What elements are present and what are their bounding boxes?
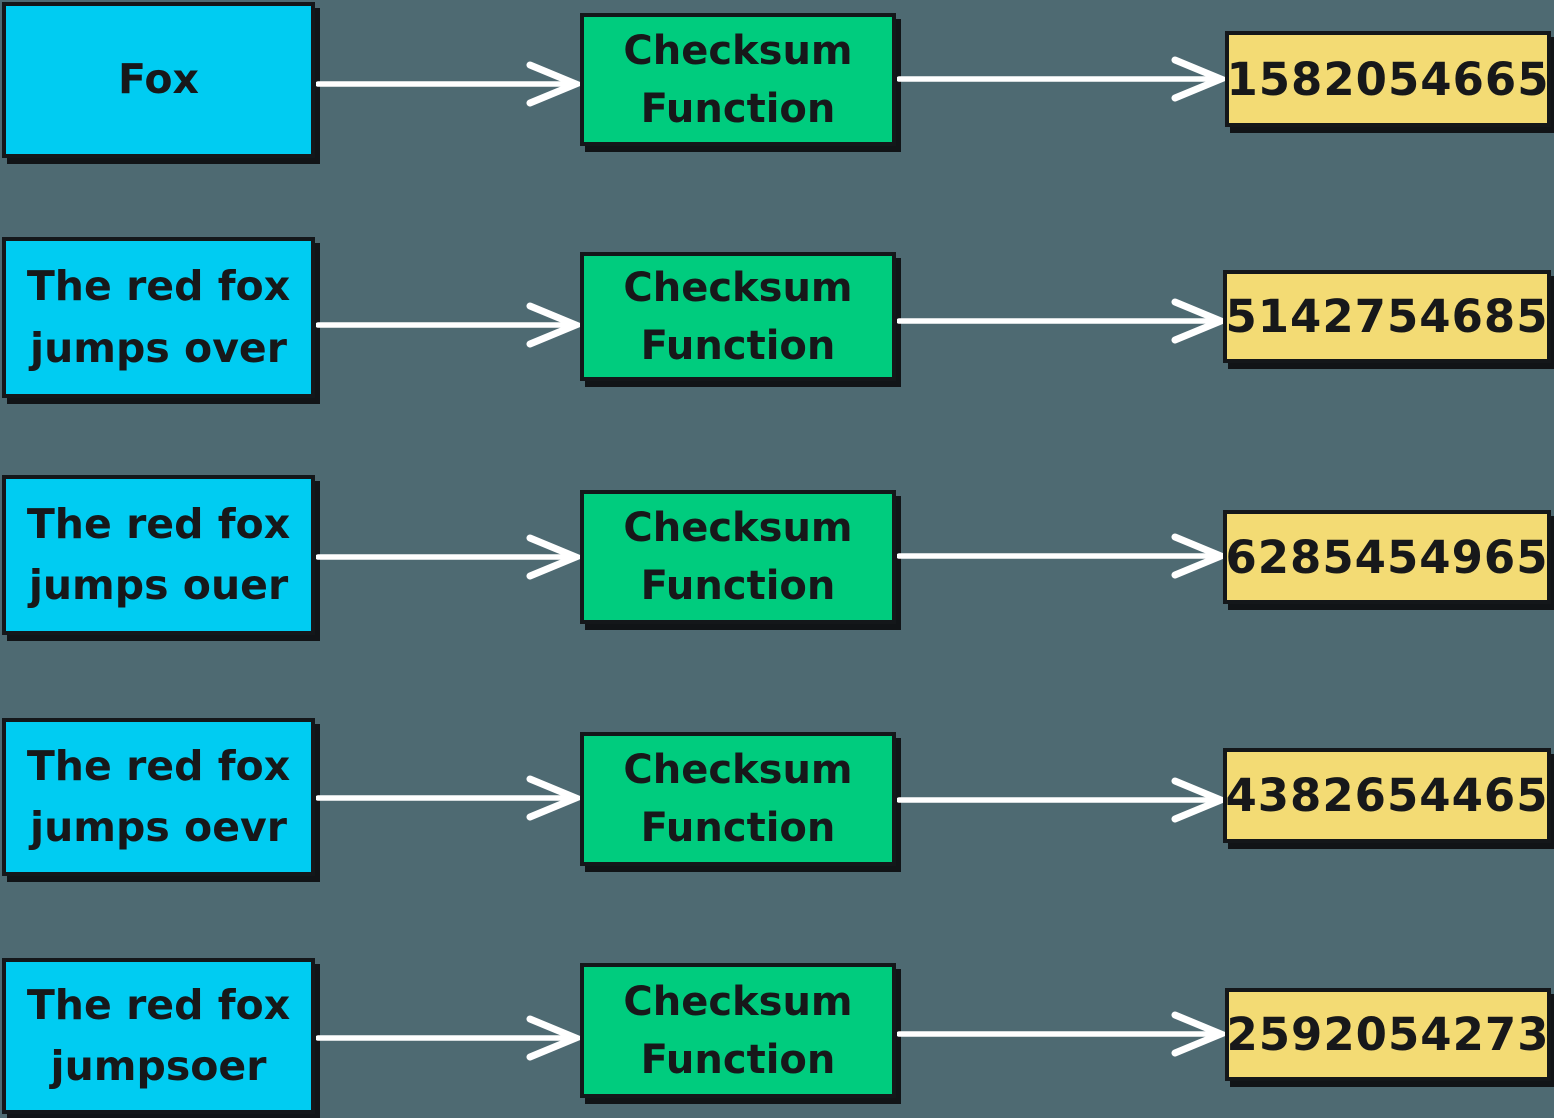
output-box: 6285454965 xyxy=(1223,510,1551,604)
checksum-function-box: Checksum Function xyxy=(580,490,896,624)
checksum-value: 2592054273 xyxy=(1226,1008,1550,1061)
input-text-line: jumps ouer xyxy=(28,561,289,609)
function-label-line: Function xyxy=(640,1036,836,1083)
function-label-line: Function xyxy=(640,85,836,132)
arrow-input-to-function xyxy=(316,775,582,821)
arrow-function-to-output xyxy=(897,56,1227,102)
arrow-function-to-output xyxy=(897,298,1227,344)
arrow-input-to-function xyxy=(316,61,582,107)
arrow-function-to-output xyxy=(897,533,1227,579)
input-box: Fox xyxy=(2,2,315,158)
checksum-value: 5142754685 xyxy=(1225,290,1549,343)
function-label-line: Checksum xyxy=(623,978,853,1025)
output-box: 2592054273 xyxy=(1225,988,1551,1081)
function-label-line: Checksum xyxy=(623,505,853,551)
function-label-line: Checksum xyxy=(623,27,853,74)
function-label-line: Checksum xyxy=(623,747,853,793)
input-box: The red fox jumpsoer xyxy=(2,958,315,1114)
checksum-value: 6285454965 xyxy=(1225,530,1549,584)
checksum-value: 4382654465 xyxy=(1225,769,1549,822)
arrow-input-to-function xyxy=(316,534,582,580)
checksum-function-box: Checksum Function xyxy=(580,252,896,381)
checksum-function-box: Checksum Function xyxy=(580,963,896,1098)
input-text-line: The red fox xyxy=(26,980,291,1029)
function-label-line: Function xyxy=(640,322,836,369)
checksum-value: 1582054665 xyxy=(1226,52,1550,106)
checksum-function-box: Checksum Function xyxy=(580,732,896,866)
input-text-line: jumpsoer xyxy=(50,1042,267,1090)
input-text-line: The red fox xyxy=(26,741,291,790)
arrow-input-to-function xyxy=(316,1015,582,1061)
output-box: 1582054665 xyxy=(1225,31,1551,127)
function-label-line: Function xyxy=(640,805,836,851)
checksum-function-box: Checksum Function xyxy=(580,13,896,146)
input-box: The red fox jumps over xyxy=(2,237,315,398)
input-text-line: jumps over xyxy=(30,323,287,372)
function-label-line: Checksum xyxy=(623,264,853,311)
input-box: The red fox jumps ouer xyxy=(2,475,315,635)
output-box: 5142754685 xyxy=(1223,270,1551,363)
arrow-function-to-output xyxy=(897,1011,1227,1057)
input-text-line: The red fox xyxy=(26,499,291,548)
arrow-function-to-output xyxy=(897,777,1227,823)
input-box: The red fox jumps oevr xyxy=(2,718,315,876)
function-label-line: Function xyxy=(640,563,836,609)
output-box: 4382654465 xyxy=(1223,748,1551,843)
input-text-line: The red fox xyxy=(26,262,291,310)
input-text-line: jumps oevr xyxy=(30,803,287,851)
input-text-line: Fox xyxy=(118,55,199,104)
arrow-input-to-function xyxy=(316,302,582,348)
